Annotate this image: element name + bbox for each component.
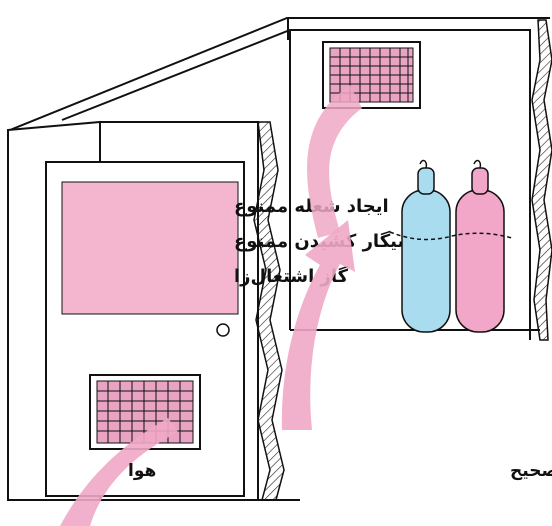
door-knob [217, 324, 229, 336]
caption-label: الف ــ صحیح [510, 461, 552, 481]
gas-cylinder-pink [456, 161, 504, 332]
air-label: هوا [128, 461, 156, 481]
right-wall-edge [532, 20, 552, 340]
gas-cylinder-blue [402, 161, 450, 332]
